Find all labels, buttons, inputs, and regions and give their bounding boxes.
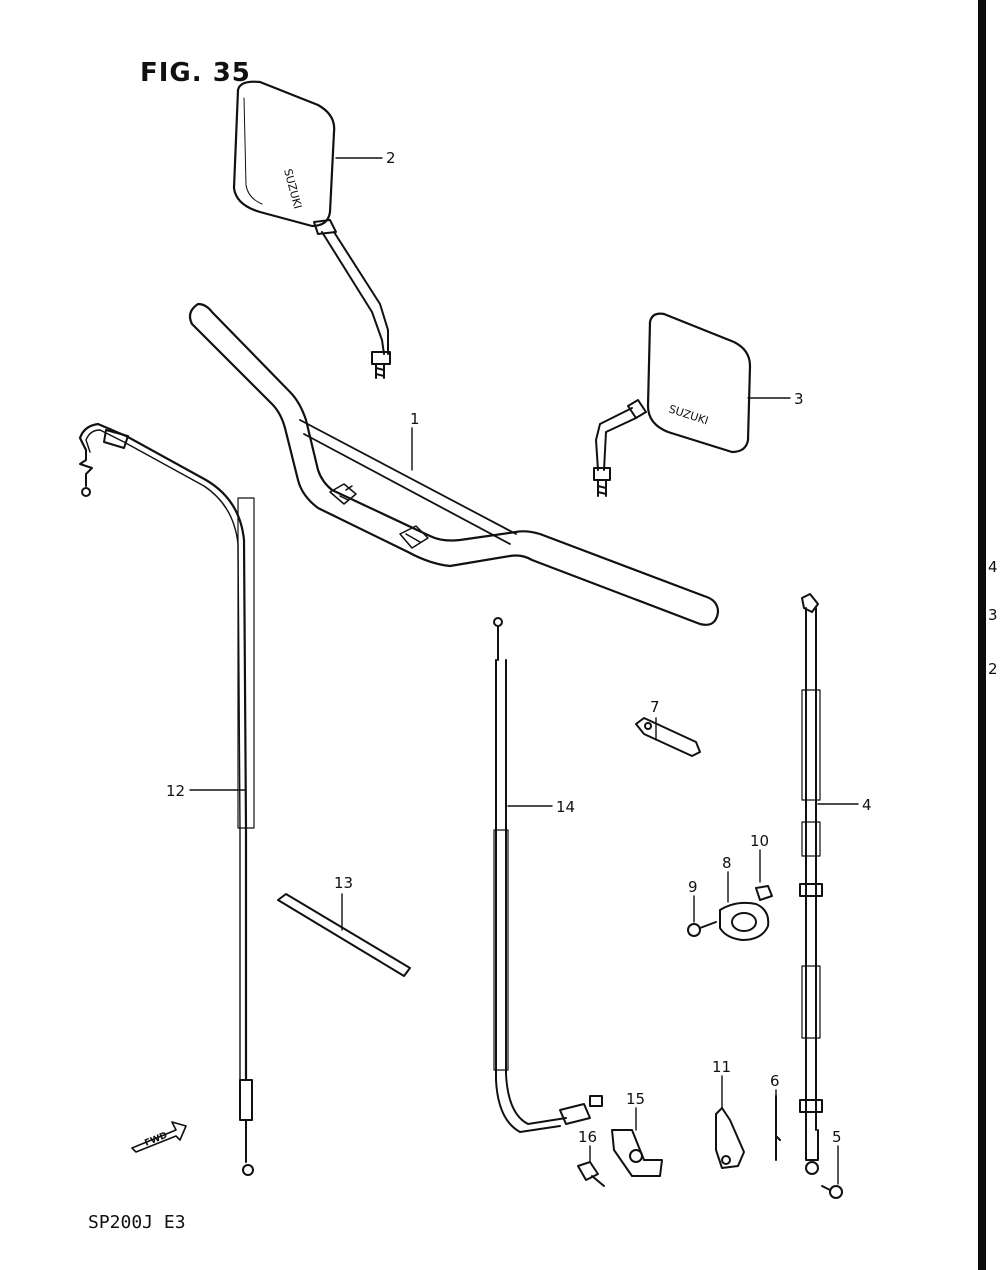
part-12-throttle-cable [78,422,255,1176]
callout-labels: 1 2 3 4 5 6 7 8 9 10 11 12 13 14 15 16 [166,149,872,1146]
callout-13: 13 [334,874,353,892]
callout-8: 8 [722,854,732,872]
part-2-left-mirror: SUZUKI [232,80,391,379]
part-15-bracket [611,1129,663,1177]
callout-9: 9 [688,878,698,896]
part-10-nut [755,885,773,901]
callout-5: 5 [832,1128,842,1146]
callout-12: 12 [166,782,185,800]
callout-7: 7 [650,698,660,716]
part-8-clamp [719,901,770,941]
callout-4: 4 [862,796,872,814]
edge-fragment-3: 3 [988,606,998,624]
callout-15: 15 [626,1090,645,1108]
model-code: SP200J E3 [88,1212,186,1233]
leader-lines [189,157,859,1185]
part-3-right-mirror: SUZUKI [593,312,752,497]
right-mirror-brand: SUZUKI [667,402,710,427]
edge-fragment-2: 2 [988,660,998,678]
callout-1: 1 [410,410,420,428]
part-1-handlebar [188,302,720,626]
callout-14: 14 [556,798,575,816]
part-16-bolt [577,1161,605,1187]
callout-16: 16 [578,1128,597,1146]
part-7-cable-guide [635,717,701,757]
callout-3: 3 [794,390,804,408]
part-6-cotter [775,1095,781,1161]
left-mirror-brand: SUZUKI [281,167,304,210]
fwd-arrow-text: FWD [143,1131,169,1149]
callout-2: 2 [386,149,396,167]
part-13-cable-band [277,893,411,977]
part-14-lower-cable [493,617,603,1133]
fwd-arrow-icon: FWD [131,1121,187,1153]
callout-10: 10 [750,832,769,850]
page-edge-strip [986,0,1000,1270]
figure-title: FIG. 35 [140,58,251,88]
callout-6: 6 [770,1072,780,1090]
part-9-screw [687,921,717,937]
part-11-lever-bracket [715,1107,745,1169]
edge-fragment-4: 4 [988,558,998,576]
part-5-pin [821,1185,843,1199]
callout-11: 11 [712,1058,731,1076]
part-4-clutch-cable [799,593,823,1175]
